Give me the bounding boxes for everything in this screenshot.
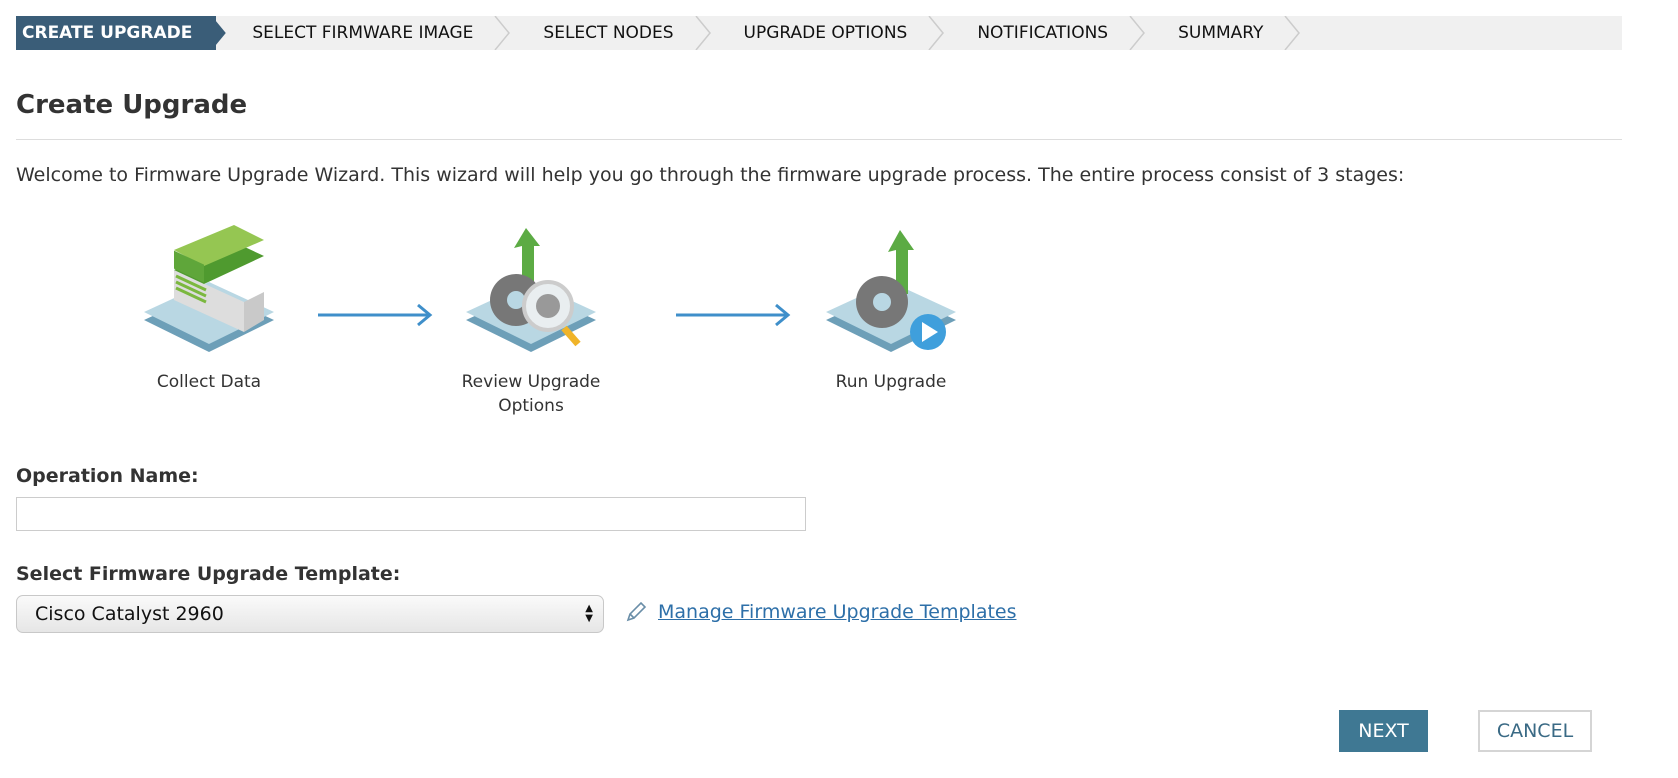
step-chevron-icon bbox=[494, 16, 511, 50]
step-label: SELECT FIRMWARE IMAGE bbox=[252, 23, 474, 43]
next-button[interactable]: NEXT bbox=[1339, 710, 1428, 752]
cancel-button[interactable]: CANCEL bbox=[1478, 710, 1592, 752]
arrow-right-icon bbox=[318, 303, 433, 327]
operation-name-input[interactable] bbox=[16, 497, 806, 531]
step-label: NOTIFICATIONS bbox=[977, 23, 1109, 43]
stage-label: Review Upgrade Options bbox=[461, 372, 601, 416]
stage-run-upgrade: Run Upgrade bbox=[796, 220, 986, 394]
stage-review-upgrade-options: Review Upgrade Options bbox=[436, 220, 626, 418]
step-notifications[interactable]: NOTIFICATIONS bbox=[941, 16, 1146, 50]
stage-label: Run Upgrade bbox=[835, 372, 947, 392]
step-chevron-icon bbox=[1284, 16, 1301, 50]
arrow-right-icon bbox=[676, 303, 791, 327]
intro-text: Welcome to Firmware Upgrade Wizard. This… bbox=[16, 164, 1405, 186]
step-label: SUMMARY bbox=[1178, 23, 1264, 43]
wizard-breadcrumb: CREATE UPGRADE SELECT FIRMWARE IMAGE SEL… bbox=[16, 16, 1622, 50]
step-select-firmware-image[interactable]: SELECT FIRMWARE IMAGE bbox=[216, 16, 511, 50]
step-chevron-icon bbox=[694, 16, 711, 50]
step-summary[interactable]: SUMMARY bbox=[1142, 16, 1301, 50]
step-chevron-icon bbox=[216, 21, 227, 45]
manage-templates-link[interactable]: Manage Firmware Upgrade Templates bbox=[658, 601, 1017, 623]
step-chevron-icon bbox=[928, 16, 945, 50]
step-label: UPGRADE OPTIONS bbox=[743, 23, 908, 43]
select-arrows-icon: ▲▼ bbox=[585, 603, 593, 624]
step-chevron-icon bbox=[1129, 16, 1146, 50]
stage-collect-data: Collect Data bbox=[114, 220, 304, 394]
template-select[interactable]: Cisco Catalyst 2960 ▲▼ bbox=[16, 595, 604, 633]
template-selected-value: Cisco Catalyst 2960 bbox=[35, 603, 224, 625]
page-title: Create Upgrade bbox=[16, 90, 248, 120]
data-stack-icon bbox=[144, 225, 274, 352]
step-create-upgrade[interactable]: CREATE UPGRADE bbox=[16, 16, 227, 50]
template-label: Select Firmware Upgrade Template: bbox=[16, 563, 401, 585]
step-label: SELECT NODES bbox=[543, 23, 674, 43]
manage-templates[interactable]: Manage Firmware Upgrade Templates bbox=[624, 600, 1017, 624]
title-divider bbox=[16, 139, 1622, 140]
step-label: CREATE UPGRADE bbox=[22, 23, 193, 43]
run-gear-icon bbox=[826, 230, 956, 352]
operation-name-label: Operation Name: bbox=[16, 465, 199, 487]
pencil-icon bbox=[626, 601, 647, 622]
step-upgrade-options[interactable]: UPGRADE OPTIONS bbox=[708, 16, 945, 50]
stage-label: Collect Data bbox=[156, 372, 262, 392]
step-select-nodes[interactable]: SELECT NODES bbox=[507, 16, 711, 50]
review-gear-icon bbox=[466, 228, 596, 352]
